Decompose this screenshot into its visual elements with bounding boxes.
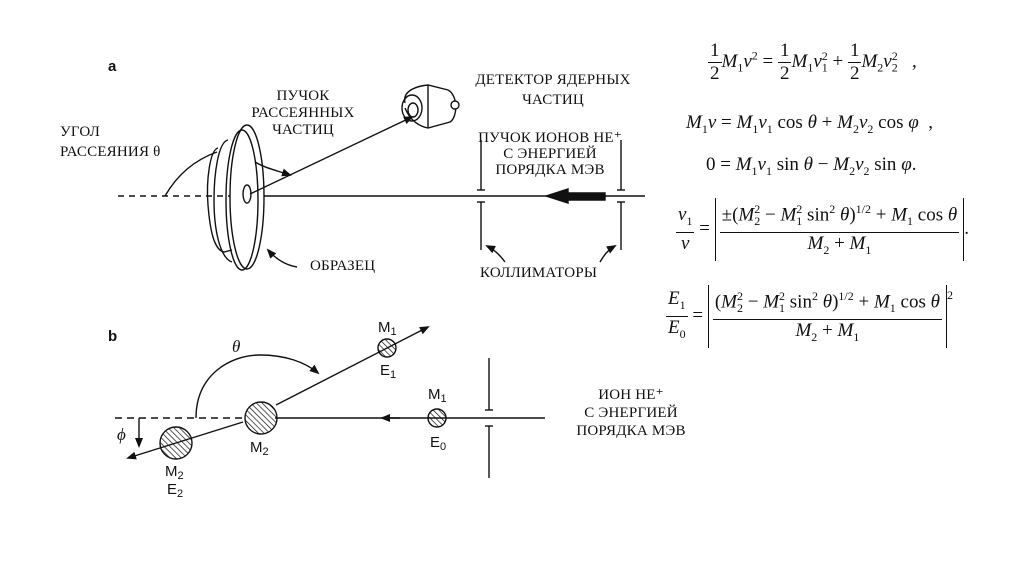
theta-arc (195, 354, 320, 419)
equation-momentum-x: M1v = M1v1 cos θ + M2v2 cos φ , (686, 112, 933, 136)
equation-momentum-x-text: M₁v = M₁v₁ cos θ + M₂v₂ cos φ , (11, 560, 26, 561)
e2-label: E2 (167, 482, 183, 502)
e1-label: E1 (380, 363, 396, 383)
scattered-beam-line1: ПУЧОК (276, 88, 330, 104)
detector-label: ДЕТЕКТОР ЯДЕРНЫХ ЧАСТИЦ (448, 72, 658, 109)
m1-incident-label: M1 (428, 387, 447, 407)
theta-label: θ (232, 337, 241, 356)
m2-target-subscript: 2 (262, 446, 269, 458)
particle-m1-incident (427, 408, 447, 428)
collimators-label: КОЛЛИМАТОРЫ (480, 265, 598, 281)
detector-label-line2: ЧАСТИЦ (522, 92, 584, 108)
sample-disk (206, 124, 265, 271)
ion-beam-line1: ПУЧОК ИОНОВ НЕ⁺ (478, 130, 622, 146)
particle-m2-recoil (159, 426, 193, 460)
m1-incident-symbol: M (428, 386, 441, 403)
particle-m2-target (244, 401, 278, 435)
e2-subscript: 2 (177, 488, 184, 500)
panel-b-label: b (108, 328, 118, 345)
equation-momentum-y-text: 0 = M₁v₁ sin θ − M₂v₂ sin φ. (25, 560, 37, 561)
phi-label: ϕ (117, 425, 126, 444)
equation-velocity-ratio-text: v₁/v = [±(M₂² − M₁² sin² θ)^{1/2} + M₁ c… (37, 560, 61, 561)
m2-recoil-subscript: 2 (177, 470, 184, 482)
ion-label-b-line3: ПОРЯДКА МЭВ (576, 423, 686, 439)
sample-label: ОБРАЗЕЦ (310, 258, 376, 274)
m2-recoil-symbol: M (165, 463, 178, 480)
scattered-beam (249, 116, 414, 195)
m1-scattered-symbol: M (378, 319, 391, 336)
ion-label-b-line2: С ЭНЕРГИЕЙ (584, 405, 678, 421)
m1-incident-subscript: 1 (440, 393, 447, 405)
sample-arrow (266, 248, 298, 268)
scattered-beam-label: ПУЧОК РАССЕЯННЫХ ЧАСТИЦ (248, 88, 358, 139)
e0-symbol: E (430, 434, 441, 451)
scattered-beam-line2: РАССЕЯННЫХ (251, 105, 355, 121)
panel-b-drawing (115, 326, 545, 478)
angle-label-line2: РАССЕЯНИЯ θ (60, 144, 161, 160)
ion-beam-line3: ПОРЯДКА МЭВ (495, 162, 605, 178)
collimator-arrow-right (599, 245, 617, 263)
collimator-arrow-left (485, 245, 506, 263)
detector-icon (401, 84, 460, 129)
scattered-label-arrow (254, 161, 292, 177)
detector-label-line1: ДЕТЕКТОР ЯДЕРНЫХ (475, 72, 631, 88)
e2-symbol: E (167, 481, 178, 498)
m1-scattered-label: M1 (378, 320, 397, 340)
m2-recoil-label: M2 (165, 464, 184, 484)
angle-label-line1: УГОЛ (60, 124, 100, 140)
m2-target-symbol: M (250, 439, 263, 456)
particle-m1-scattered (377, 338, 397, 358)
equation-text-store: ½M₁v² = ½M₁v₁² + ½M₂v₂² , M₁v = M₁v₁ cos… (0, 560, 1024, 574)
e1-symbol: E (380, 362, 391, 379)
equation-momentum-y: 0 = M1v1 sin θ − M2v2 sin φ. (706, 154, 917, 178)
angle-label: УГОЛ РАССЕЯНИЯ θ (60, 124, 161, 161)
m1-scattered-subscript: 1 (390, 326, 397, 338)
angle-arc (164, 151, 218, 197)
e0-label: E0 (430, 435, 446, 455)
incident-beam-arrow (543, 188, 606, 204)
m2-target-label: M2 (250, 440, 269, 460)
scattered-beam-line3: ЧАСТИЦ (272, 122, 334, 138)
e1-subscript: 1 (390, 369, 397, 381)
scattered-path (275, 326, 430, 406)
collimator-left (477, 140, 485, 250)
panel-a-label: а (108, 58, 117, 75)
ion-beam-label: ПУЧОК ИОНОВ НЕ⁺ С ЭНЕРГИЕЙ ПОРЯДКА МЭВ (460, 130, 640, 178)
panel-a-drawing (118, 84, 645, 271)
collimator-right (617, 140, 625, 250)
ion-beam-line2: С ЭНЕРГИЕЙ (503, 146, 597, 162)
e0-subscript: 0 (440, 441, 447, 453)
equation-energy-ratio-text: E₁/E₀ = [((M₂² − M₁² sin² θ)^{1/2} + M₁ … (61, 560, 86, 561)
equation-energy-text: ½M₁v² = ½M₁v₁² + ½M₂v₂² , (0, 560, 12, 561)
ion-label-b-line1: ИОН НЕ⁺ (598, 387, 664, 403)
ion-label-b: ИОН НЕ⁺ С ЭНЕРГИЕЙ ПОРЯДКА МЭВ (556, 386, 706, 440)
